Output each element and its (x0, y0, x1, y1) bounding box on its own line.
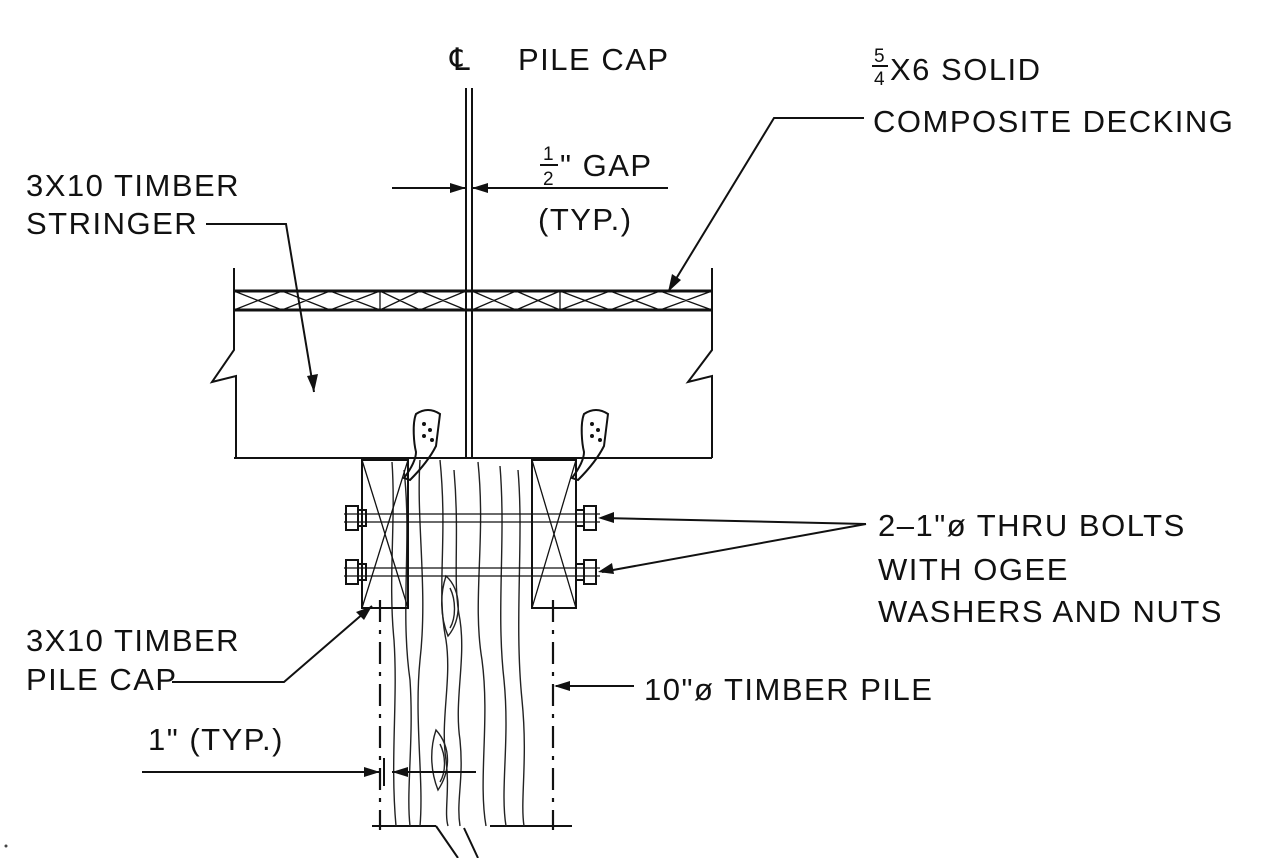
bolts-leader (598, 512, 867, 574)
centerline-symbol: ℄ (449, 42, 471, 77)
gap-label: " GAP (560, 148, 653, 183)
bolts-label-line3: WASHERS AND NUTS (878, 594, 1223, 629)
gap-fraction-numerator: 1 (543, 144, 555, 165)
pile-cap-leader (172, 605, 373, 683)
decking-label-line2: COMPOSITE DECKING (873, 104, 1234, 139)
timber-stringer (209, 268, 713, 459)
strap-right (570, 409, 610, 482)
stringer-leader (206, 223, 318, 393)
scan-speck (4, 844, 8, 848)
strap-left (402, 409, 442, 482)
pile-cap-right (531, 459, 577, 609)
gap-typ-label: (TYP.) (538, 202, 633, 237)
offset-dimension (142, 758, 476, 786)
pile-leader (554, 681, 634, 691)
timber-pile (372, 459, 572, 858)
stringer-label-line1: 3X10 TIMBER (26, 168, 240, 203)
offset-typ-label: 1" (TYP.) (148, 722, 284, 757)
decking-label-line1: X6 SOLID (890, 52, 1042, 87)
centerline (465, 88, 473, 458)
stringer-label-line2: STRINGER (26, 206, 198, 241)
pile-label: 10"ø TIMBER PILE (644, 672, 933, 707)
decking-fraction-denominator: 4 (874, 69, 886, 90)
decking-fraction-numerator: 5 (874, 46, 886, 67)
centerline-label: PILE CAP (518, 42, 670, 77)
composite-decking (233, 289, 713, 312)
decking-leader (667, 117, 864, 293)
pile-cap-label-line1: 3X10 TIMBER (26, 623, 240, 658)
bolts-label-line1: 2–1"ø THRU BOLTS (878, 508, 1186, 543)
gap-dimension (392, 183, 668, 193)
thru-bolts (344, 505, 600, 585)
pile-cap-left (361, 459, 409, 609)
bolts-label-line2: WITH OGEE (878, 552, 1069, 587)
pile-cap-label-line2: PILE CAP (26, 662, 178, 697)
gap-fraction-denominator: 2 (543, 169, 555, 190)
